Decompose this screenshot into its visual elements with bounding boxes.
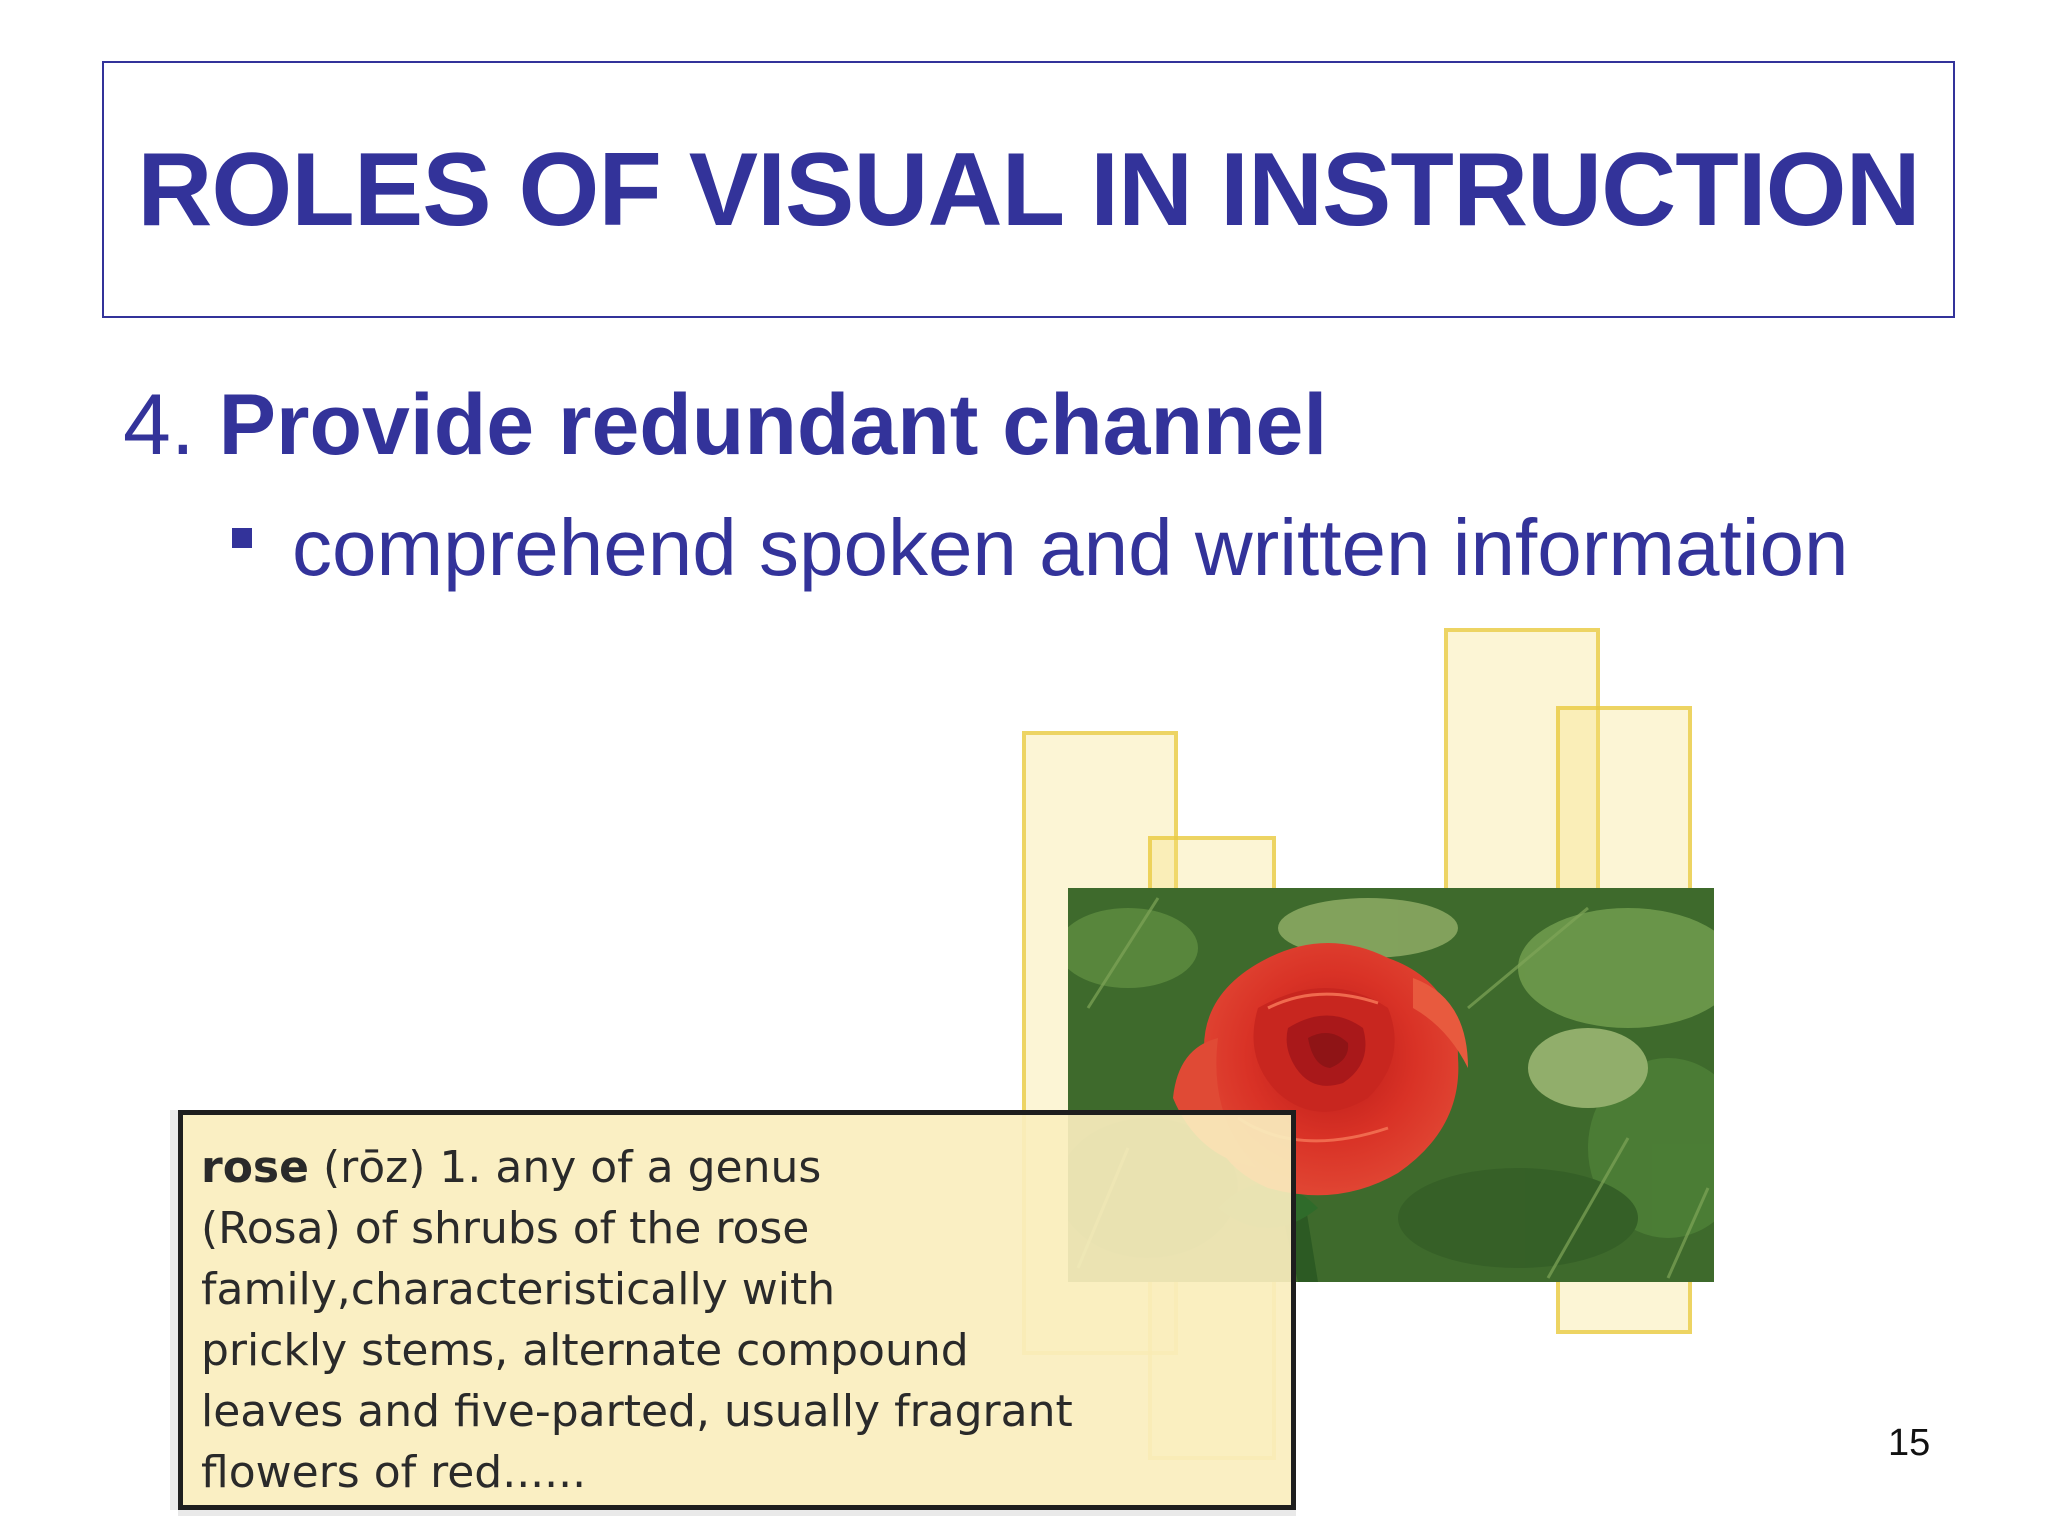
definition-line: flowers of red......	[201, 1447, 587, 1498]
definition-line: prickly stems, alternate compound	[201, 1325, 969, 1376]
point-heading: 4. Provide redundant channel	[123, 382, 1327, 468]
slide-title: ROLES OF VISUAL IN INSTRUCTION	[137, 131, 1920, 248]
point-number: 4.	[123, 377, 195, 473]
definition-pronunciation: (rōz)	[322, 1142, 426, 1193]
definition-line: leaves and five-parted, usually fragrant	[201, 1386, 1073, 1437]
square-bullet-icon	[232, 528, 252, 548]
title-box: ROLES OF VISUAL IN INSTRUCTION	[102, 61, 1955, 318]
bullet-text: comprehend spoken and written informatio…	[292, 503, 1849, 592]
definition-line: rose (rōz) 1. any of a genus	[201, 1137, 1271, 1198]
page-number: 15	[1888, 1422, 1931, 1464]
point-heading-text: Provide redundant channel	[218, 377, 1328, 473]
definition-headword: rose	[201, 1142, 309, 1193]
definition-line: family,characteristically with	[201, 1264, 836, 1315]
definition-first-line-text: 1. any of a genus	[439, 1142, 822, 1193]
dictionary-definition-card: rose (rōz) 1. any of a genus (Rosa) of s…	[178, 1110, 1296, 1510]
definition-line: (Rosa) of shrubs of the rose	[201, 1203, 810, 1254]
bullet-item: comprehend spoken and written informatio…	[232, 508, 1848, 588]
